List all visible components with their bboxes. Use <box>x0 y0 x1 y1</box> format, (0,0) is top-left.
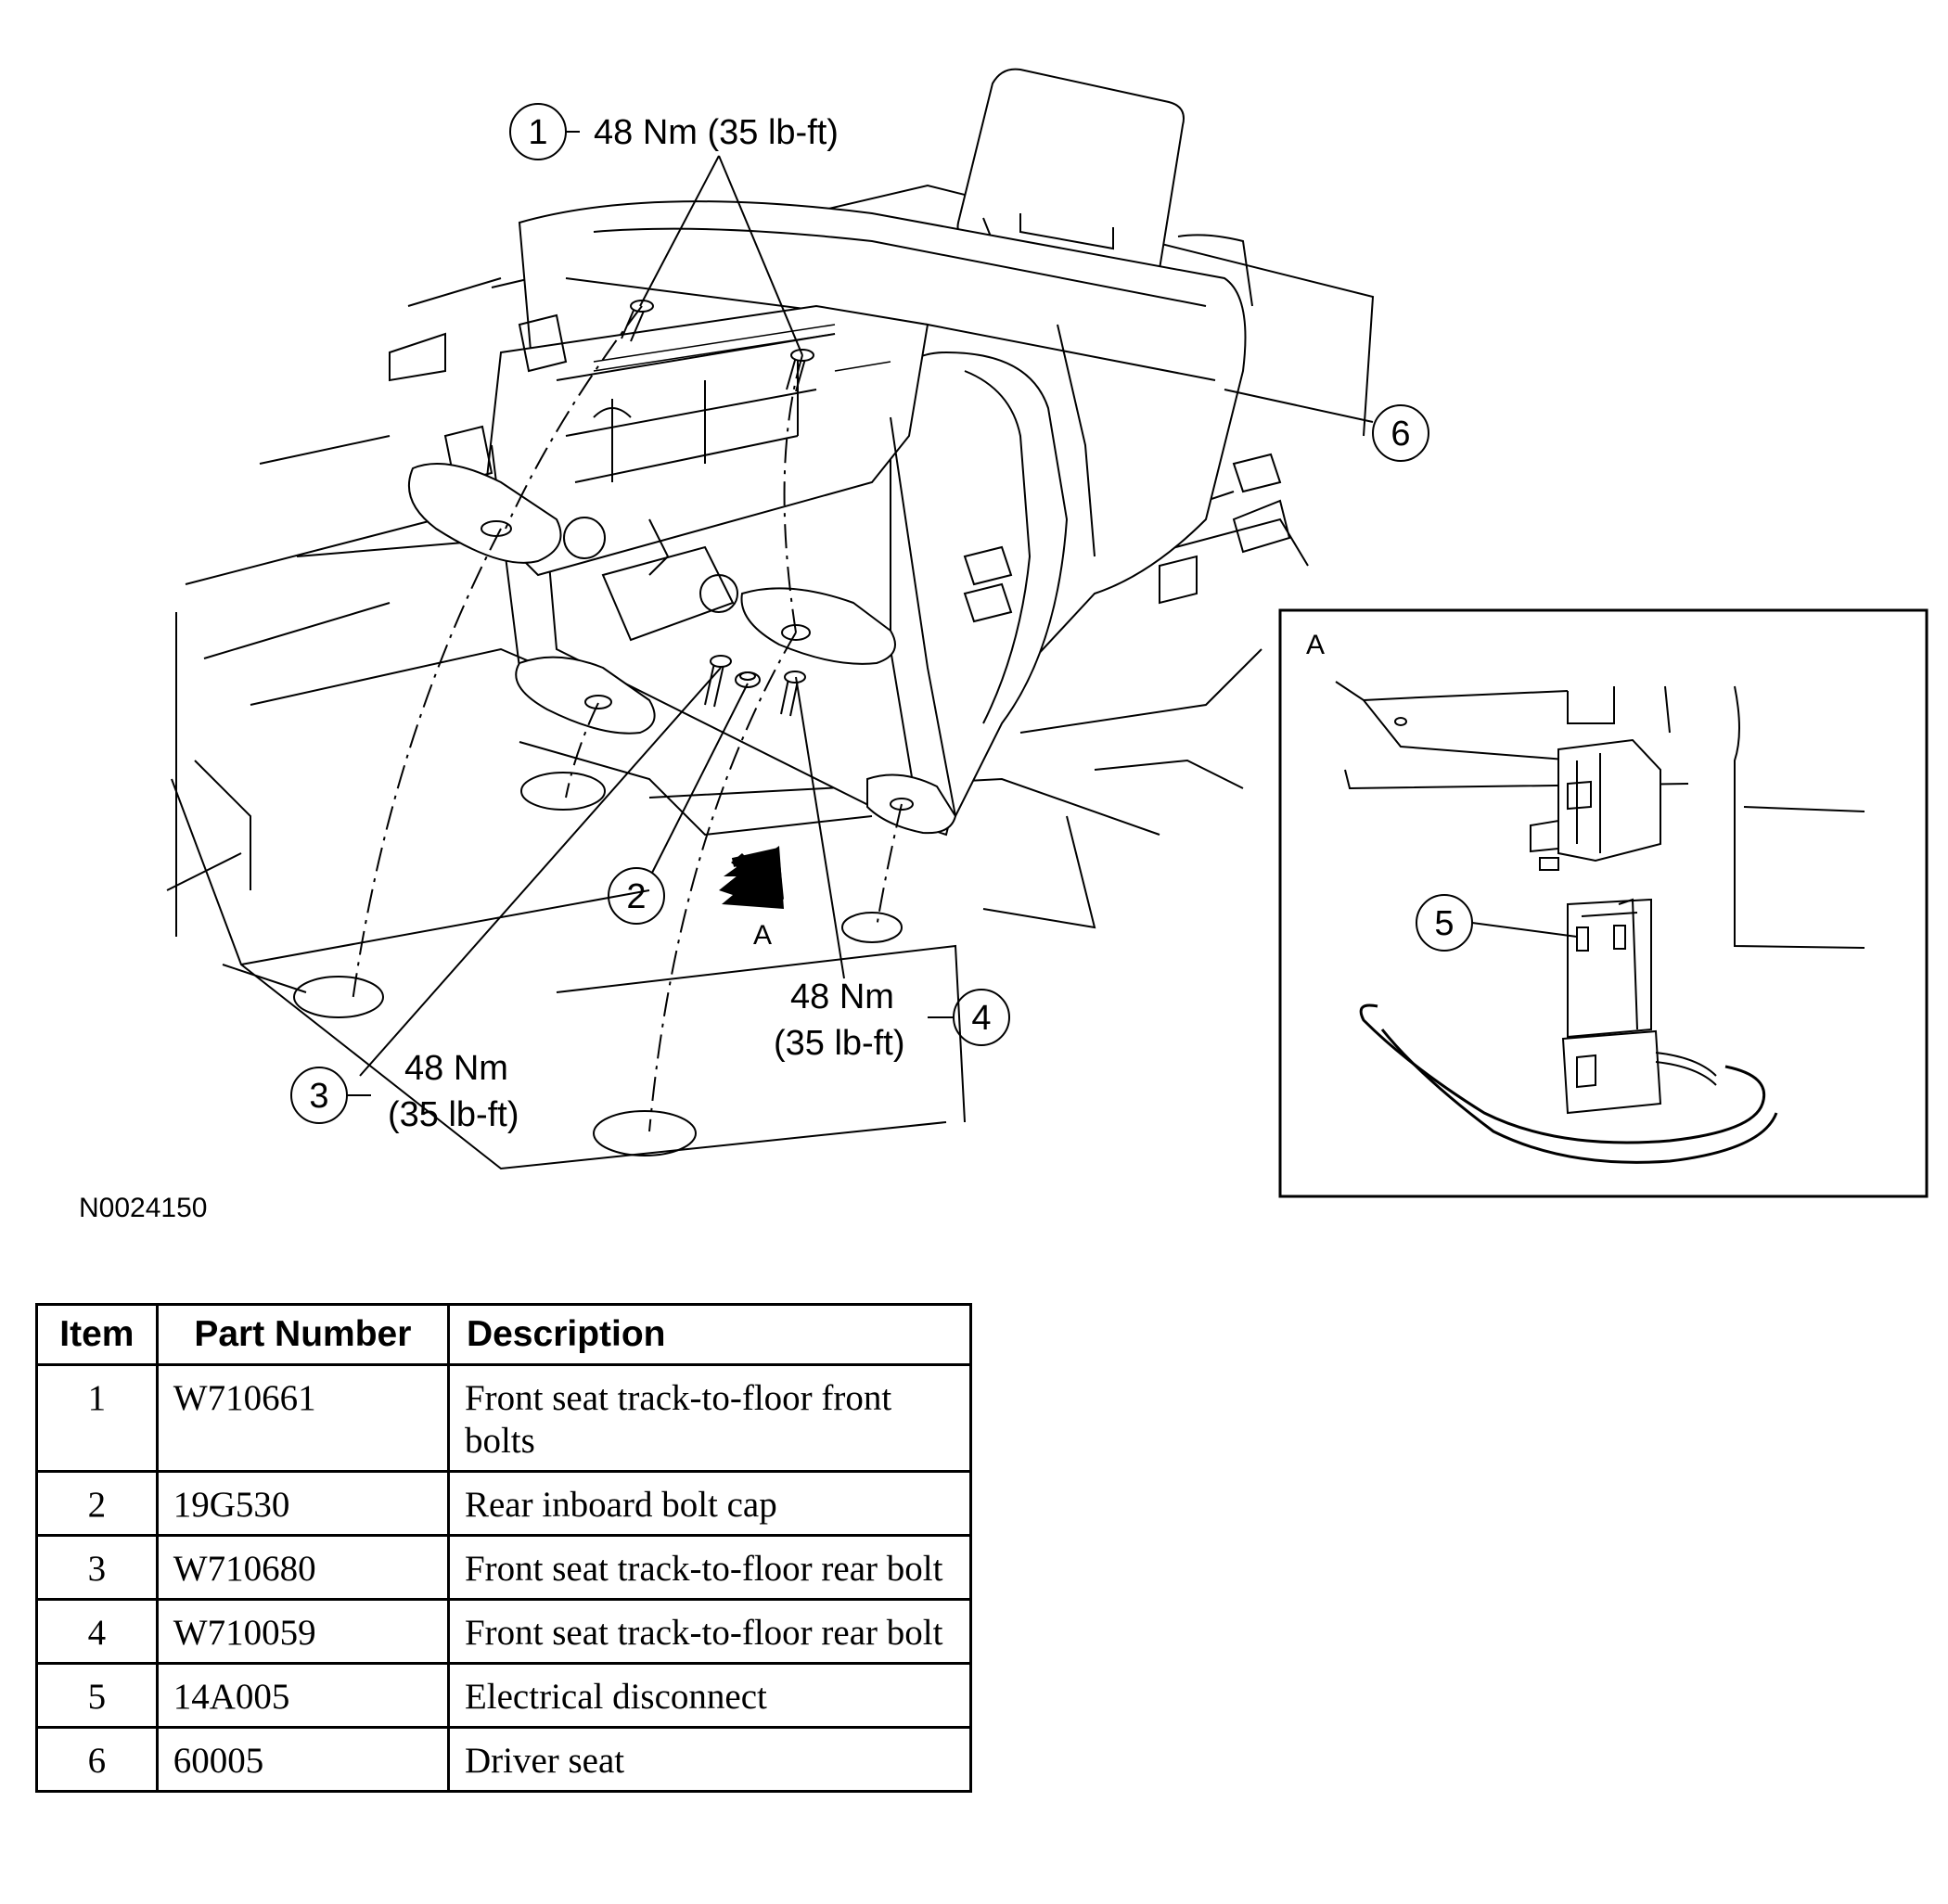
table-row: 2 19G530 Rear inboard bolt cap <box>35 1470 973 1537</box>
cell-description: Driver seat <box>446 1726 973 1793</box>
header-item: Item <box>35 1303 159 1366</box>
floor-hole <box>520 772 606 811</box>
callout-number: 3 <box>309 1077 328 1116</box>
callout-number: 1 <box>528 113 547 152</box>
electrical-disconnect <box>1359 898 1778 1164</box>
install-path <box>876 803 903 928</box>
front-bolt <box>786 349 814 392</box>
table-row: 6 60005 Driver seat <box>35 1726 973 1793</box>
cell-part-number: W710661 <box>155 1363 450 1473</box>
torque-spec: 48 Nm <box>404 1049 508 1088</box>
install-path <box>565 702 599 799</box>
callout-number: 6 <box>1391 415 1410 454</box>
view-arrow-a: A <box>719 846 784 951</box>
floor-hole <box>593 1110 697 1156</box>
table-row: 4 W710059 Front seat track-to-floor rear… <box>35 1598 973 1665</box>
torque-spec-imperial: (35 lb-ft) <box>388 1095 519 1134</box>
detail-view-a: A <box>1278 608 1929 1198</box>
cell-part-number: W710680 <box>155 1534 450 1601</box>
torque-spec-imperial: (35 lb-ft) <box>774 1024 904 1063</box>
callout-3: 3 48 Nm (35 lb-ft) <box>290 667 722 1134</box>
table-row: 3 W710680 Front seat track-to-floor rear… <box>35 1534 973 1601</box>
table-row: 1 W710661 Front seat track-to-floor fron… <box>35 1363 973 1473</box>
detail-view-label: A <box>1306 630 1325 660</box>
cell-item: 4 <box>35 1598 159 1665</box>
cell-item: 5 <box>35 1662 159 1729</box>
header-part-number: Part Number <box>155 1303 450 1366</box>
cell-description: Rear inboard bolt cap <box>446 1470 973 1537</box>
bolt-cap <box>735 671 761 688</box>
callout-1: 1 48 Nm (35 lb-ft) <box>509 103 839 356</box>
callout-number: 2 <box>626 877 646 916</box>
cell-item: 6 <box>35 1726 159 1793</box>
seat-track-foot <box>740 587 896 665</box>
callout-5: 5 <box>1416 894 1578 952</box>
floor-hole <box>293 976 384 1018</box>
table-row: 5 14A005 Electrical disconnect <box>35 1662 973 1729</box>
cell-description: Front seat track-to-floor front bolts <box>446 1363 973 1473</box>
cell-description: Front seat track-to-floor rear bolt <box>446 1534 973 1601</box>
floor-pan <box>166 184 1375 1170</box>
floor-hole <box>841 912 903 943</box>
figure-code: N0024150 <box>79 1193 207 1223</box>
table-header-row: Item Part Number Description <box>35 1303 973 1366</box>
seat-track-foot <box>866 773 957 835</box>
view-arrow-label: A <box>753 920 772 951</box>
install-path <box>648 632 797 1132</box>
install-path <box>505 305 643 530</box>
callout-number: 5 <box>1434 904 1454 943</box>
cell-part-number: 19G530 <box>155 1470 450 1537</box>
torque-spec: 48 Nm <box>790 978 894 1016</box>
callout-number: 4 <box>971 999 991 1038</box>
seat-track-foot <box>515 656 656 735</box>
install-path <box>783 354 803 633</box>
callout-4: 4 48 Nm (35 lb-ft) <box>774 676 1010 1063</box>
cell-description: Electrical disconnect <box>446 1662 973 1729</box>
cell-part-number: W710059 <box>155 1598 450 1665</box>
cell-part-number: 14A005 <box>155 1662 450 1729</box>
callout-2: 2 <box>608 683 749 925</box>
torque-spec: 48 Nm (35 lb-ft) <box>594 113 839 152</box>
cell-part-number: 60005 <box>155 1726 450 1793</box>
cell-description: Front seat track-to-floor rear bolt <box>446 1598 973 1665</box>
cell-item: 1 <box>35 1363 159 1473</box>
callout-6: 6 <box>1224 389 1429 462</box>
seat-removal-diagram: 1 48 Nm (35 lb-ft) 2 3 48 Nm (35 lb-ft) … <box>79 68 1929 1223</box>
header-description: Description <box>446 1303 973 1366</box>
front-bolt <box>621 300 654 342</box>
parts-table: Item Part Number Description 1 W710661 F… <box>35 1303 973 1793</box>
cell-item: 3 <box>35 1534 159 1601</box>
cell-item: 2 <box>35 1470 159 1537</box>
connector-housing <box>1530 738 1661 871</box>
rear-bolt <box>704 655 732 708</box>
